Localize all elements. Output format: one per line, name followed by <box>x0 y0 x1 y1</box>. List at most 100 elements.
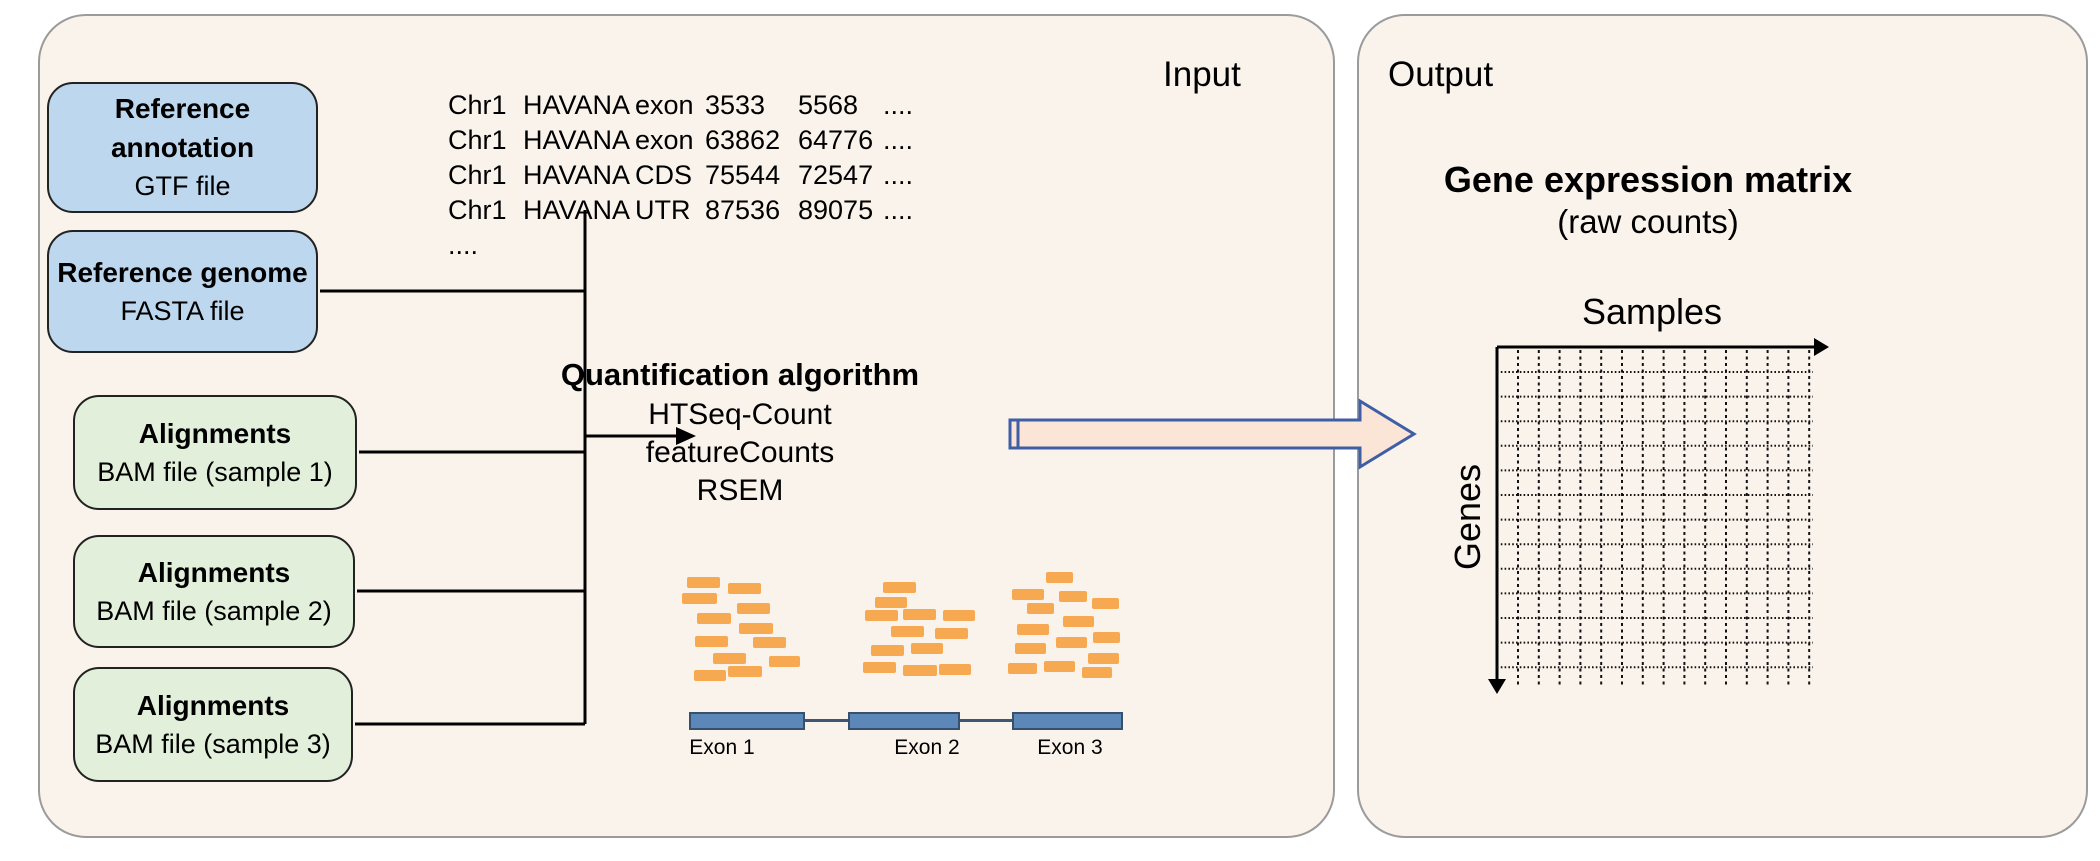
aligned-read <box>1056 637 1087 648</box>
matrix-title-block: Gene expression matrix (raw counts) <box>1444 158 1852 242</box>
aligned-read <box>753 637 786 648</box>
gtf-cell: 64776 <box>798 125 874 155</box>
gtf-cell: 89075 <box>798 195 874 225</box>
alignments-sample2-box: Alignments BAM file (sample 2) <box>73 535 355 648</box>
reference-genome-box: Reference genome FASTA file <box>47 230 318 353</box>
aligned-read <box>1046 572 1073 583</box>
aligned-read <box>682 593 717 604</box>
exon1-label: Exon 1 <box>689 736 755 759</box>
reference-annotation-box: Reference annotation GTF file <box>47 82 318 213</box>
matrix-subtitle: (raw counts) <box>1557 203 1739 240</box>
aligned-read <box>1092 598 1119 609</box>
gtf-cell: .... <box>883 160 914 190</box>
input-panel-label: Input <box>1163 55 1241 94</box>
aligned-read <box>939 664 971 675</box>
box-subtitle: BAM file (sample 3) <box>95 728 331 759</box>
algorithm-tool: RSEM <box>696 474 784 507</box>
aligned-read <box>1063 616 1094 627</box>
aligned-read <box>697 613 731 624</box>
alignments-sample1-box: Alignments BAM file (sample 1) <box>73 395 357 510</box>
gtf-cell: .... <box>883 195 914 225</box>
gtf-cell: HAVANA <box>523 125 631 155</box>
box-title: Alignments <box>136 689 290 721</box>
samples-axis-label: Samples <box>1581 291 1723 332</box>
aligned-read <box>871 645 904 656</box>
aligned-read <box>1093 632 1120 643</box>
exon2-label: Exon 2 <box>894 736 960 759</box>
aligned-read <box>1015 643 1046 654</box>
aligned-read <box>1059 591 1087 602</box>
intron-line-1 <box>805 719 848 722</box>
output-panel <box>1357 14 2088 838</box>
exon3-bar <box>1012 712 1123 730</box>
aligned-read <box>739 623 773 634</box>
algorithm-title: Quantification algorithm <box>560 357 920 392</box>
gtf-cell: exon <box>635 125 694 155</box>
box-subtitle: FASTA file <box>120 295 245 326</box>
aligned-read <box>865 610 898 621</box>
gtf-cell: .... <box>883 90 914 120</box>
aligned-read <box>1044 661 1075 672</box>
alignments-sample3-box: Alignments BAM file (sample 3) <box>73 667 353 782</box>
gtf-cell: 72547 <box>798 160 874 190</box>
gtf-cell: Chr1 <box>448 90 507 120</box>
box-subtitle: GTF file <box>134 171 231 201</box>
exon2-bar <box>848 712 960 730</box>
aligned-read <box>911 643 943 654</box>
box-subtitle: BAM file (sample 2) <box>96 595 332 626</box>
aligned-read <box>875 597 907 608</box>
algorithm-tool: HTSeq-Count <box>648 398 832 431</box>
box-title: Reference genome <box>57 256 308 288</box>
box-title: Reference annotation <box>110 93 255 163</box>
matrix-title: Gene expression matrix <box>1443 159 1853 200</box>
gtf-cell: 63862 <box>705 125 781 155</box>
output-panel-label: Output <box>1388 55 1494 94</box>
aligned-read <box>694 670 726 681</box>
aligned-read <box>863 662 896 673</box>
box-title: Alignments <box>137 556 291 588</box>
gtf-cell: Chr1 <box>448 125 507 155</box>
algorithm-tool: featureCounts <box>645 436 835 469</box>
exon3-label: Exon 3 <box>1037 736 1103 759</box>
quantification-algorithm-block: Quantification algorithm HTSeq-Count fea… <box>540 354 940 510</box>
gtf-ellipsis-row: .... <box>448 230 479 260</box>
aligned-read <box>1088 653 1119 664</box>
gtf-cell: 75544 <box>705 160 781 190</box>
aligned-read <box>687 577 720 588</box>
gtf-cell: CDS <box>635 160 693 190</box>
aligned-read <box>1017 624 1049 635</box>
aligned-read <box>903 609 936 620</box>
aligned-read <box>903 665 937 676</box>
aligned-read <box>1008 663 1037 674</box>
aligned-read <box>713 653 746 664</box>
gtf-cell: HAVANA <box>523 160 631 190</box>
aligned-read <box>728 666 762 677</box>
gtf-cell: exon <box>635 90 694 120</box>
aligned-read <box>1082 667 1112 678</box>
aligned-read <box>1012 589 1044 600</box>
box-subtitle: BAM file (sample 1) <box>97 456 333 487</box>
aligned-read <box>728 583 761 594</box>
aligned-read <box>943 610 975 621</box>
gtf-cell: HAVANA <box>523 90 631 120</box>
gtf-cell: 5568 <box>798 90 859 120</box>
aligned-read <box>891 626 924 637</box>
gtf-cell: Chr1 <box>448 160 507 190</box>
exon1-bar <box>689 712 805 730</box>
gtf-cell: HAVANA <box>523 195 631 225</box>
box-title: Alignments <box>138 417 292 449</box>
genes-axis-label: Genes <box>1447 463 1488 571</box>
gtf-cell: UTR <box>635 195 691 225</box>
aligned-read <box>695 636 728 647</box>
aligned-read <box>883 582 916 593</box>
gtf-cell: Chr1 <box>448 195 507 225</box>
aligned-read <box>737 603 770 614</box>
intron-line-2 <box>960 719 1012 722</box>
aligned-read <box>769 656 800 667</box>
